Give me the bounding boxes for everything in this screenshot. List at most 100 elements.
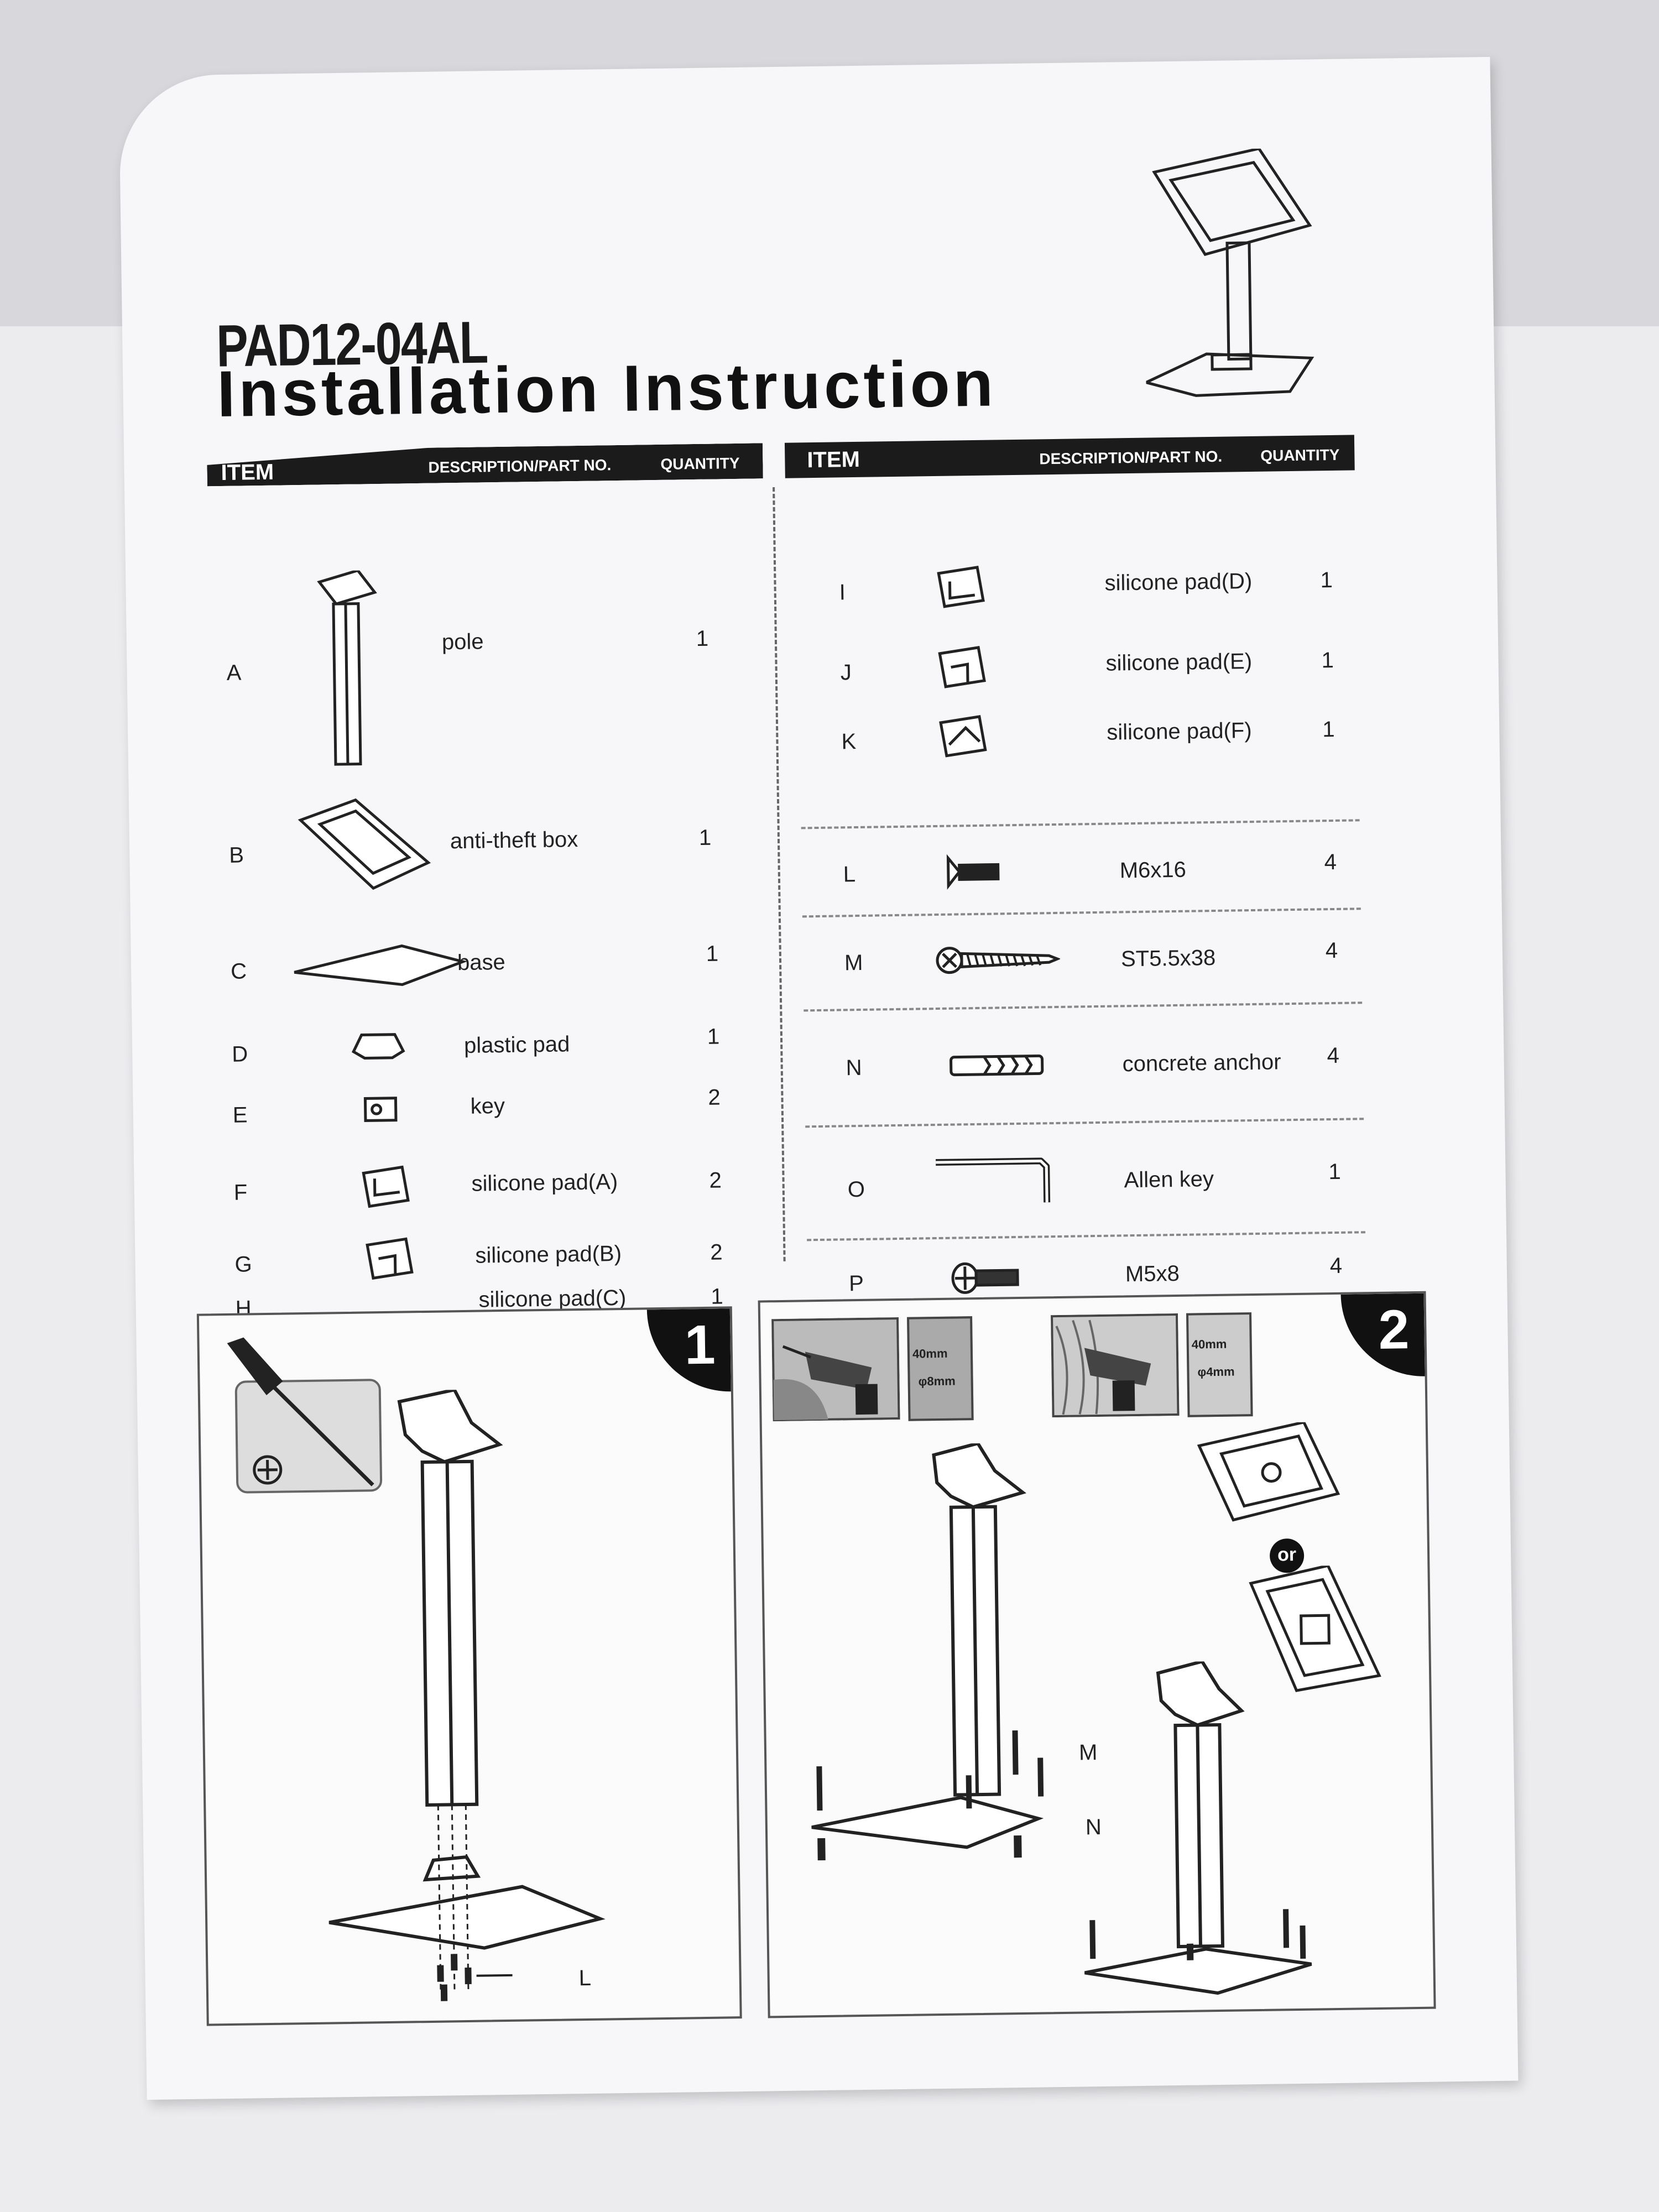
part-description: key (470, 1093, 505, 1119)
part-description: ST5.5x38 (1120, 945, 1216, 972)
part-quantity: 2 (710, 1240, 723, 1265)
header-item: ITEM (807, 447, 860, 473)
part-description: silicone pad(F) (1107, 718, 1252, 745)
part-quantity: 1 (696, 626, 709, 651)
part-code: E (232, 1103, 248, 1128)
row-separator (804, 1001, 1363, 1012)
callout-l: L (578, 1965, 592, 1991)
drill-depth-label: 40mm (912, 1346, 948, 1361)
part-description: M5x8 (1125, 1261, 1180, 1287)
row-separator (802, 907, 1361, 918)
concrete-swatch: 40mm φ8mm (907, 1316, 974, 1421)
parts-table-header-right: ITEM DESCRIPTION/PART NO. QUANTITY (784, 435, 1355, 478)
part-quantity: 2 (709, 1168, 722, 1193)
header-quantity: QUANTITY (1260, 446, 1340, 465)
drill-diameter-label: φ8mm (918, 1374, 956, 1389)
step-2-panel: 2 40mm φ8mm 40mm φ4mm (758, 1291, 1436, 2018)
part-code: O (847, 1177, 865, 1202)
part-quantity: 1 (711, 1284, 724, 1309)
part-quantity: 4 (1329, 1253, 1343, 1279)
header-item: ITEM (221, 460, 274, 485)
part-code: C (230, 959, 247, 984)
part-description: base (457, 950, 506, 975)
list-item: M ST5.5x38 4 (794, 927, 1364, 990)
part-quantity: 4 (1327, 1043, 1340, 1068)
header-description: DESCRIPTION/PART NO. (1039, 447, 1223, 468)
part-description: silicone pad(D) (1104, 568, 1253, 596)
step-1-panel: 1 (196, 1306, 742, 2026)
list-item: C base 1 (213, 930, 767, 993)
list-item: N concrete anchor 4 (796, 1032, 1366, 1095)
part-description: plastic pad (463, 1032, 570, 1058)
part-quantity: 1 (1322, 717, 1335, 742)
part-code: J (840, 660, 852, 685)
part-code: G (234, 1252, 253, 1277)
part-quantity: 1 (707, 1024, 720, 1049)
list-item: L M6x16 4 (793, 838, 1363, 901)
silicone-pad-icon (938, 646, 986, 688)
part-quantity: 1 (706, 941, 719, 966)
step-2-badge: 2 (1340, 1293, 1425, 1378)
anti-theft-box-icon (1197, 1421, 1340, 1522)
part-code: N (846, 1055, 862, 1081)
silicone-pad-icon (937, 566, 985, 608)
part-quantity: 1 (1320, 567, 1333, 593)
part-description: M6x16 (1119, 857, 1187, 883)
part-description: anti-theft box (450, 827, 578, 854)
part-code: K (841, 729, 857, 754)
phillips-screwdriver-icon (227, 1337, 383, 1494)
drill-depth-label: 40mm (1191, 1337, 1227, 1352)
part-quantity: 1 (698, 825, 712, 850)
part-code: A (226, 660, 242, 685)
pole-icon (317, 570, 377, 766)
silicone-pad-icon (939, 715, 987, 758)
row-separator (807, 1231, 1366, 1241)
list-item: K silicone pad(F) 1 (791, 706, 1361, 769)
plastic-pad-icon (351, 1033, 405, 1060)
silicone-pad-icon (362, 1165, 410, 1208)
drill-icon (1051, 1313, 1180, 1418)
part-code: D (231, 1042, 248, 1067)
row-separator (805, 1118, 1364, 1128)
part-code: L (843, 862, 856, 887)
part-description: pole (441, 629, 484, 655)
bolt-icon (946, 854, 1000, 890)
screw-icon (951, 1262, 1019, 1294)
anti-theft-box-icon (298, 798, 431, 890)
list-item: I silicone pad(D) 1 (789, 556, 1359, 619)
step-1-badge: 1 (646, 1308, 731, 1393)
wall-mount-illustration (1084, 1659, 1312, 1995)
anti-theft-box-icon (1249, 1564, 1381, 1692)
wood-swatch: 40mm φ4mm (1186, 1312, 1253, 1417)
floor-mount-illustration (811, 1442, 1044, 1861)
list-item: E key 2 (216, 1073, 769, 1136)
allen-key-icon (936, 1157, 1051, 1203)
list-item: F silicone pad(A) 2 (217, 1151, 770, 1214)
list-item: A pole 1 (208, 565, 764, 771)
drill-diameter-label: φ4mm (1197, 1364, 1235, 1379)
header-description: DESCRIPTION/PART NO. (428, 456, 612, 476)
kiosk-stand-icon (1142, 147, 1314, 397)
drill-icon (771, 1317, 900, 1422)
part-quantity: 1 (1328, 1159, 1342, 1185)
wood-screw-icon (936, 947, 1061, 974)
list-item: G silicone pad(B) 2 (218, 1223, 771, 1286)
pole-assembly-illustration (328, 1387, 606, 2001)
part-code: P (848, 1271, 864, 1296)
part-quantity: 4 (1325, 938, 1338, 963)
instruction-sheet: PAD12-04AL Installation Instruction ITEM… (118, 56, 1519, 2100)
part-description: silicone pad(A) (471, 1170, 618, 1196)
part-description: concrete anchor (1122, 1050, 1281, 1077)
page-title: Installation Instruction (216, 347, 997, 431)
column-divider (773, 487, 786, 1261)
part-description: Allen key (1124, 1167, 1214, 1193)
part-quantity: 2 (708, 1085, 721, 1110)
part-description: silicone pad(B) (475, 1241, 622, 1268)
base-plate-icon (294, 944, 468, 987)
part-code: M (844, 950, 863, 975)
list-item: B anti-theft box 1 (212, 791, 766, 899)
parts-table-header-left: ITEM DESCRIPTION/PART NO. QUANTITY (207, 443, 763, 486)
part-code: I (839, 580, 846, 605)
part-description: silicone pad(E) (1105, 649, 1253, 676)
key-icon (363, 1097, 398, 1122)
